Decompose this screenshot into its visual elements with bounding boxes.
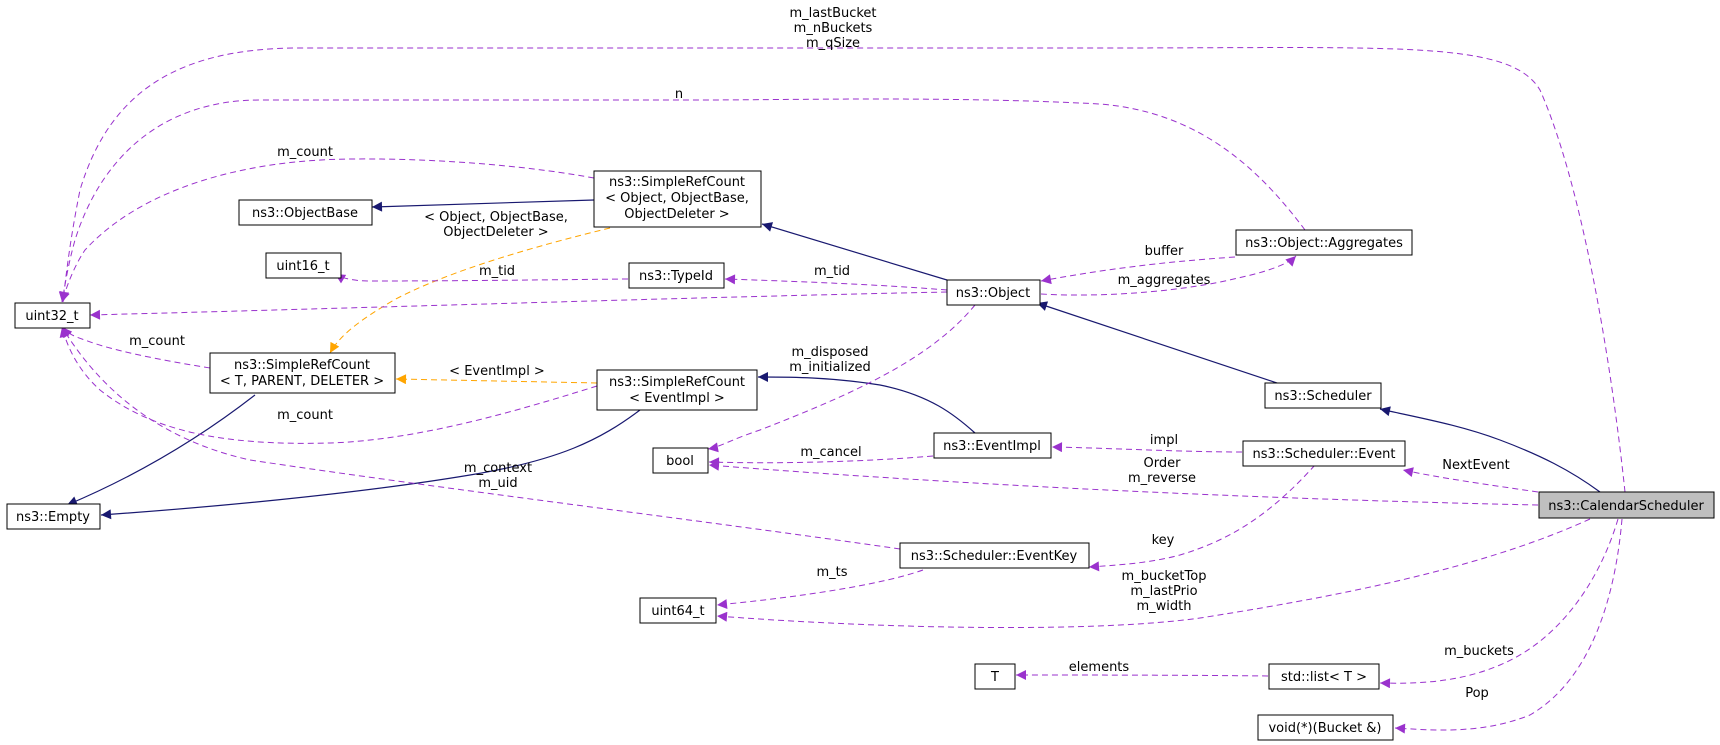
svg-text:ns3::Empty: ns3::Empty <box>16 510 90 525</box>
label-count-src-tmpl: m_count <box>129 334 185 349</box>
edge-use-calendar-buckets <box>1379 518 1619 689</box>
edge-use-sched-event-impl <box>1051 442 1243 453</box>
edge-use-calendar-lastbucket <box>59 47 1626 493</box>
node-ns3-eventimpl[interactable]: ns3::EventImpl <box>933 432 1052 459</box>
svg-text:uint16_t: uint16_t <box>276 259 329 274</box>
label-elements: elements <box>1069 660 1130 675</box>
svg-text:ns3::SimpleRefCount< Object, O: ns3::SimpleRefCount< Object, ObjectBase,… <box>605 175 749 222</box>
node-ns3-scheduler-eventkey[interactable]: ns3::Scheduler::EventKey <box>899 542 1090 569</box>
svg-text:ns3::SimpleRefCount< EventImpl: ns3::SimpleRefCount< EventImpl > <box>609 375 745 406</box>
edge-use-typeid-tid <box>334 273 629 284</box>
svg-text:T: T <box>990 670 999 685</box>
edge-use-object-tid <box>724 274 948 291</box>
node-uint64-t[interactable]: uint64_t <box>639 597 717 624</box>
node-t[interactable]: T <box>974 663 1016 690</box>
edge-inherit-object-to-src-obj <box>761 222 948 281</box>
label-aggregates: m_aggregates <box>1118 273 1211 288</box>
label-tid-typeid: m_tid <box>814 264 850 279</box>
edge-use-list-elements <box>1015 670 1269 681</box>
node-simplerefcount-eventimpl[interactable]: ns3::SimpleRefCount< EventImpl > <box>596 369 758 411</box>
node-ns3-objectbase[interactable]: ns3::ObjectBase <box>238 199 373 226</box>
svg-text:ns3::Scheduler::EventKey: ns3::Scheduler::EventKey <box>911 549 1078 564</box>
node-simplerefcount-object[interactable]: ns3::SimpleRefCount< Object, ObjectBase,… <box>593 170 762 228</box>
node-uint16-t[interactable]: uint16_t <box>265 252 342 279</box>
label-nextevent: NextEvent <box>1442 458 1510 473</box>
svg-text:void(*)(Bucket &): void(*)(Bucket &) <box>1268 721 1381 736</box>
edge-use-eventkey-context <box>61 326 901 550</box>
svg-text:uint64_t: uint64_t <box>651 604 704 619</box>
edge-use-sched-event-key <box>1088 464 1316 572</box>
label-buckets: m_buckets <box>1444 644 1514 659</box>
svg-text:ns3::Scheduler::Event: ns3::Scheduler::Event <box>1253 447 1396 462</box>
edge-use-calendar-buckettop <box>716 518 1591 629</box>
edge-use-calendar-nextevent <box>1402 467 1539 493</box>
svg-text:ns3::ObjectBase: ns3::ObjectBase <box>252 206 358 221</box>
node-bool[interactable]: bool <box>652 447 709 474</box>
node-ns3-object-aggregates[interactable]: ns3::Object::Aggregates <box>1235 229 1413 256</box>
edge-use-calendar-pop <box>1394 518 1623 734</box>
svg-text:std::list< T >: std::list< T > <box>1281 670 1367 685</box>
edge-use-aggregates-n <box>58 98 1306 303</box>
edge-inherit-src-evt-to-empty <box>100 409 641 520</box>
node-ns3-scheduler[interactable]: ns3::Scheduler <box>1264 382 1382 409</box>
node-std-list-t[interactable]: std::list< T > <box>1268 663 1380 690</box>
label-impl: impl <box>1150 433 1178 448</box>
edge-use-src-tmpl-count <box>61 326 211 369</box>
svg-text:ns3::EventImpl: ns3::EventImpl <box>943 439 1041 454</box>
svg-text:ns3::Scheduler: ns3::Scheduler <box>1274 389 1372 404</box>
node-ns3-empty[interactable]: ns3::Empty <box>6 503 101 530</box>
label-count-src-obj: m_count <box>277 145 333 160</box>
edge-use-aggregates-buffer <box>1040 256 1236 285</box>
edge-use-object-getobjectcount <box>89 291 948 320</box>
edge-use-calendar-order <box>708 460 1539 506</box>
svg-text:uint32_t: uint32_t <box>25 309 78 324</box>
edge-template-src-evt <box>395 374 598 385</box>
edge-inherit-scheduler-to-object <box>1036 301 1284 386</box>
edge-inherit-src-tmpl-to-empty <box>66 394 256 506</box>
edge-inherit-eventimpl-to-src-evt <box>757 372 976 434</box>
node-void-ptr-bucket[interactable]: void(*)(Bucket &) <box>1257 714 1394 741</box>
edge-inherit-calendar-to-scheduler <box>1379 406 1601 493</box>
label-key: key <box>1152 533 1175 548</box>
svg-text:ns3::TypeId: ns3::TypeId <box>639 269 713 284</box>
edge-inherit-src-obj-to-objectbase <box>371 199 595 212</box>
svg-text:ns3::SimpleRefCount< T, PARENT: ns3::SimpleRefCount< T, PARENT, DELETER … <box>220 358 384 389</box>
label-count-src-evt: m_count <box>277 408 333 423</box>
label-buffer: buffer <box>1145 244 1184 259</box>
edge-use-eventimpl-cancel <box>708 455 934 468</box>
label-pop: Pop <box>1465 686 1489 701</box>
node-ns3-scheduler-event[interactable]: ns3::Scheduler::Event <box>1242 440 1406 467</box>
edge-use-eventkey-ts <box>716 569 924 610</box>
label-template-src-evt: < EventImpl > <box>449 364 545 379</box>
label-tid-uint16: m_tid <box>479 264 515 279</box>
label-cancel: m_cancel <box>800 445 861 460</box>
svg-text:ns3::CalendarScheduler: ns3::CalendarScheduler <box>1548 499 1704 514</box>
node-uint32-t[interactable]: uint32_t <box>14 302 91 329</box>
node-ns3-typeid[interactable]: ns3::TypeId <box>628 262 725 289</box>
node-simplerefcount-template[interactable]: ns3::SimpleRefCount< T, PARENT, DELETER … <box>209 352 396 394</box>
edge-use-object-aggregates <box>1040 255 1297 296</box>
node-ns3-calendarscheduler[interactable]: ns3::CalendarScheduler <box>1538 491 1715 519</box>
edge-use-src-obj-count <box>60 158 595 303</box>
svg-text:ns3::Object::Aggregates: ns3::Object::Aggregates <box>1245 236 1403 251</box>
edge-template-src-obj <box>329 227 611 354</box>
label-template-src-obj: < Object, ObjectBase,ObjectDeleter > <box>424 210 568 240</box>
edge-use-object-disposed <box>707 304 976 453</box>
node-ns3-object[interactable]: ns3::Object <box>946 279 1041 306</box>
svg-text:bool: bool <box>666 454 694 469</box>
label-n: n <box>675 87 683 102</box>
svg-text:ns3::Object: ns3::Object <box>956 286 1030 301</box>
label-ts: m_ts <box>816 565 847 580</box>
edge-use-src-evt-count <box>59 326 598 444</box>
